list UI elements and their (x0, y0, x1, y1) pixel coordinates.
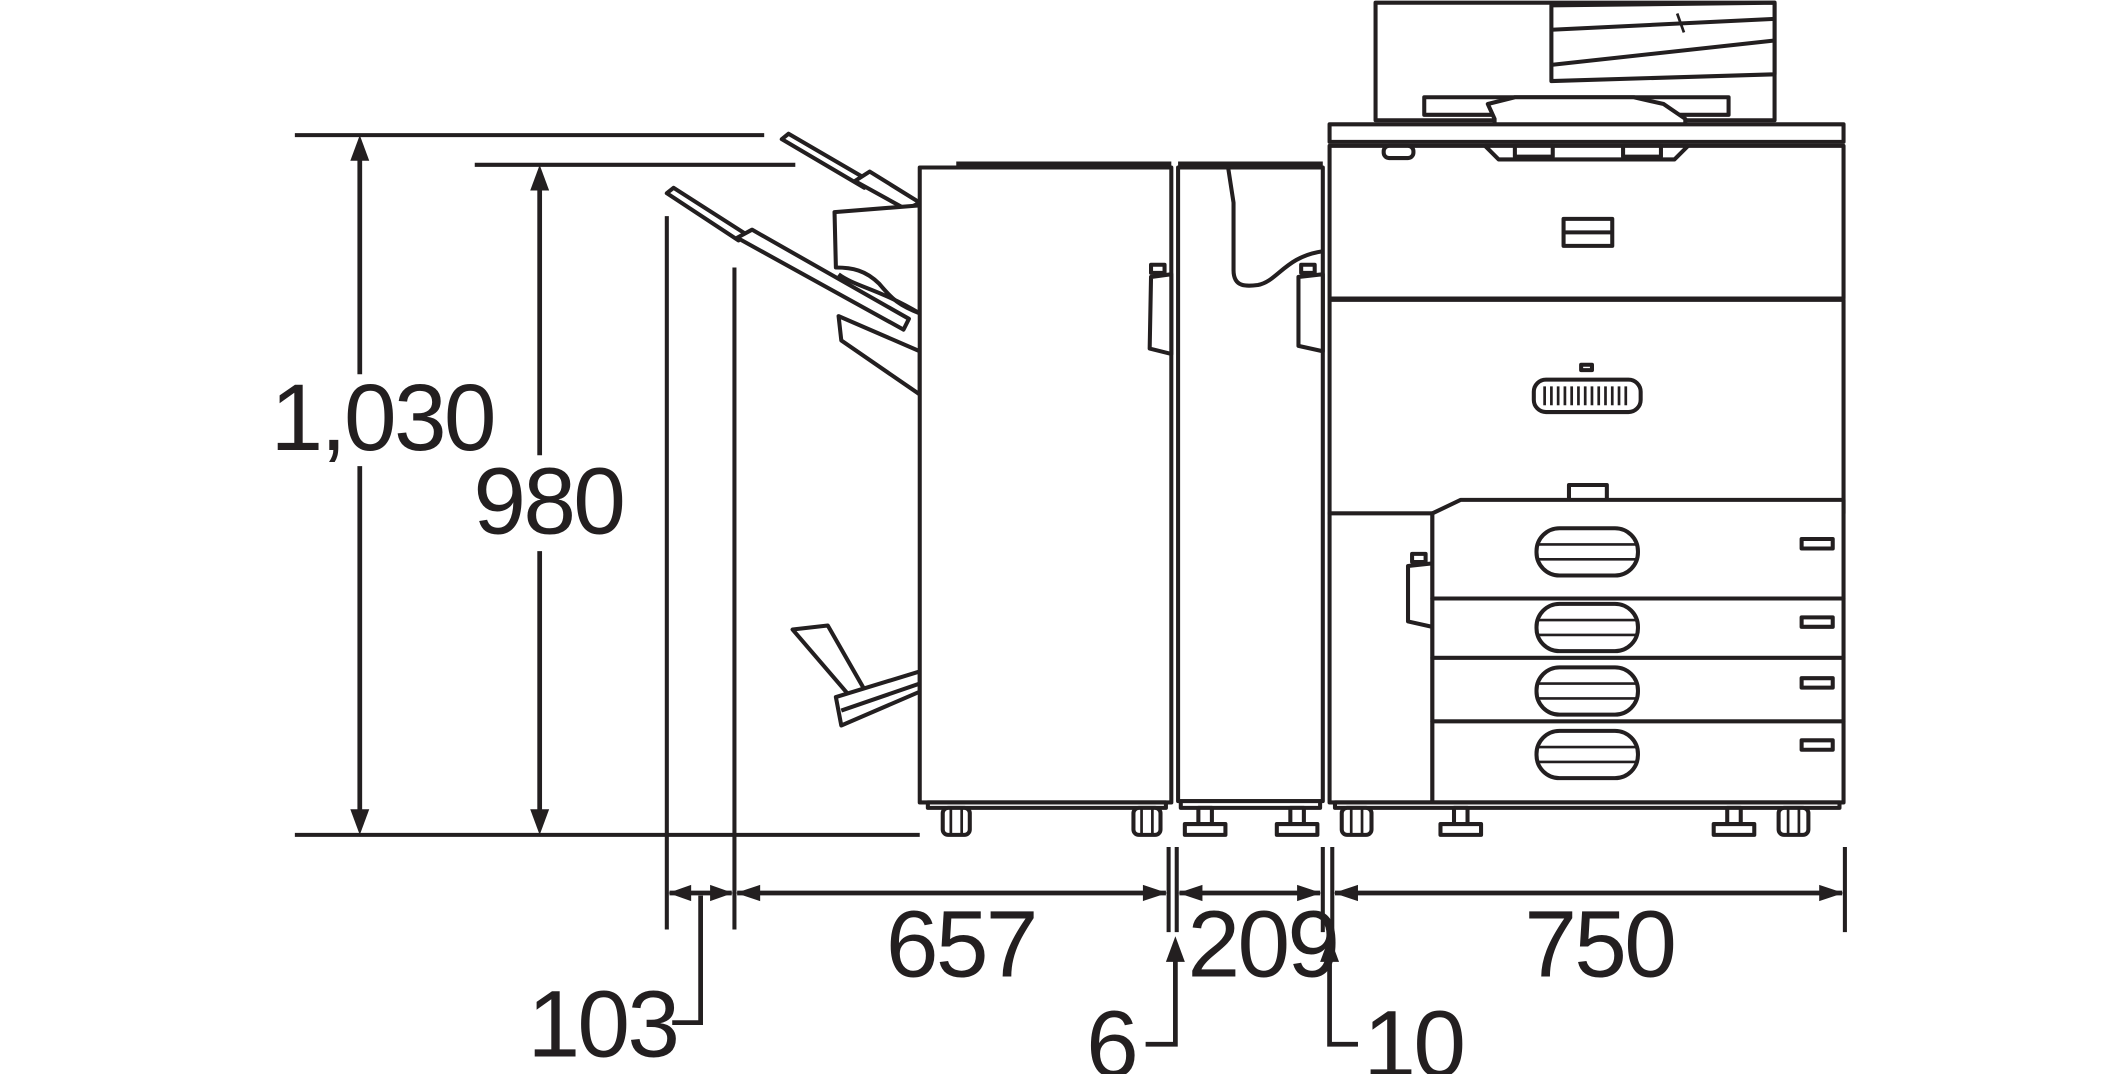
dimension-width-bridge-unit (1178, 884, 1322, 902)
dimension-width-main-unit (1333, 884, 1844, 902)
bridge-unit (1176, 161, 1325, 837)
label-width-main-unit: 750 (1524, 892, 1674, 998)
dimension-gap-bridge-main (1320, 936, 1358, 1047)
reference-lines (294, 133, 1847, 933)
label-gap-finisher-bridge: 6 (1086, 992, 1136, 1074)
label-width-finisher: 657 (886, 892, 1036, 998)
dimension-width-tray-overhang (668, 884, 734, 1026)
label-width-tray-overhang: 103 (527, 971, 677, 1074)
label-height-total: 1,030 (271, 365, 494, 471)
label-height-body: 980 (473, 449, 623, 555)
main-unit (1327, 0, 1846, 837)
dimension-width-finisher (735, 884, 1168, 902)
label-width-bridge-unit: 209 (1188, 892, 1338, 998)
dimension-height-body (530, 164, 550, 835)
dimension-gap-finisher-bridge (1145, 936, 1185, 1047)
label-gap-bridge-main: 10 (1363, 992, 1463, 1074)
dimension-height-total (350, 135, 370, 835)
vent-grille (1543, 386, 1628, 406)
finisher-unit (664, 131, 1174, 837)
